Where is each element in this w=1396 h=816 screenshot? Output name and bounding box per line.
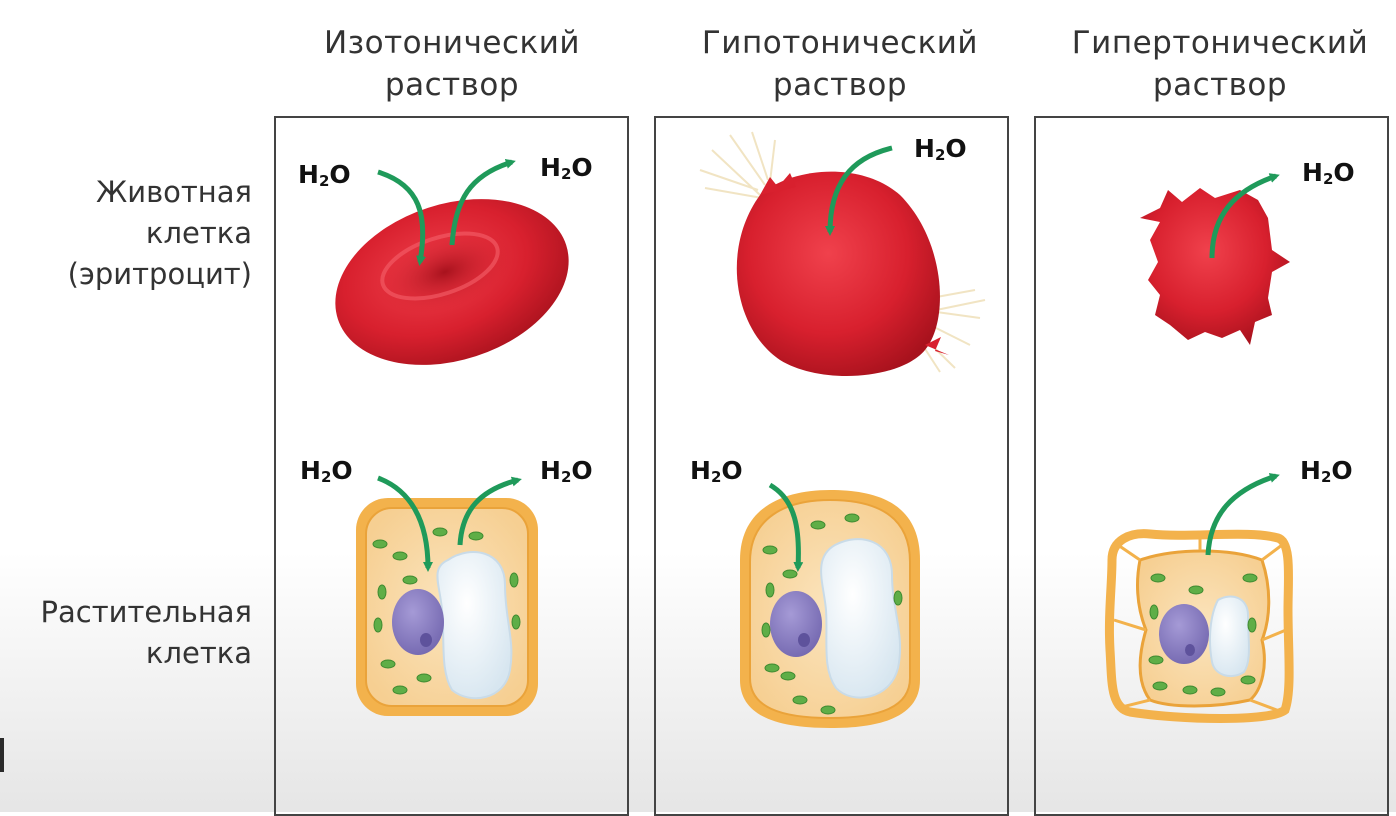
rbc-hypertonic bbox=[1140, 188, 1290, 345]
water-label: H2O bbox=[298, 160, 351, 190]
water-label: H2O bbox=[1302, 158, 1355, 188]
water-arrow-out bbox=[1208, 476, 1276, 555]
water-label: H2O bbox=[540, 153, 593, 183]
water-label: H2O bbox=[540, 456, 593, 486]
plant-cell-isotonic bbox=[356, 498, 538, 716]
water-label: H2O bbox=[1300, 456, 1353, 486]
water-label: H2O bbox=[690, 456, 743, 486]
rbc-hypotonic bbox=[700, 132, 985, 376]
plant-cell-hypotonic bbox=[740, 490, 920, 728]
water-label: H2O bbox=[914, 134, 967, 164]
plant-cell-hypertonic bbox=[1109, 534, 1289, 719]
rbc-isotonic bbox=[314, 171, 590, 394]
water-label: H2O bbox=[300, 456, 353, 486]
